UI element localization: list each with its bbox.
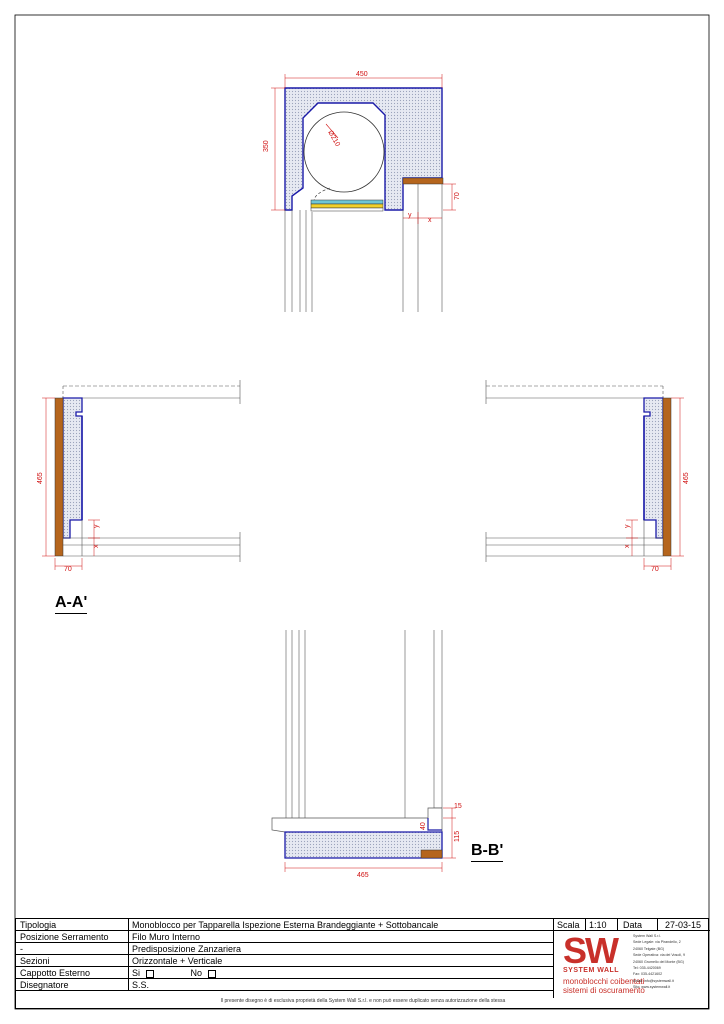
dim-bottom-115: 115 [454,831,461,842]
dim-top-x: x [428,217,432,224]
title-row-posizione: Posizione Serramento Filo Muro Interno [16,931,553,943]
copyright-note: Il presente disegno è di esclusiva propr… [220,998,506,1004]
title-row-label: Posizione Serramento [20,932,109,942]
title-row-value: Monoblocco per Tapparella Ispezione Este… [132,920,439,930]
logo-tagline-2: sistemi di oscuramento [563,986,645,995]
logo-mark: SW [563,930,619,971]
company-info-line: 24060 Telgate (BG) [633,946,665,951]
section-label-bb-underline [471,861,504,862]
dim-left-y: y [93,524,100,528]
dim-right-height: 465 [683,472,690,484]
logo-name: SYSTEM WALL [563,967,620,974]
dim-left-x: x [93,544,100,548]
scale-date-row: Scala 1:10 Data 27-03-15 [553,919,710,931]
title-divider [585,919,586,931]
title-row-label: - [20,944,23,954]
left-section-view [42,380,241,570]
title-row-value: Filo Muro Interno [132,932,201,942]
title-row-cappotto: Cappotto Esterno Si No [16,967,553,979]
dim-left-height: 465 [37,472,44,484]
inspection-plate-white [310,207,384,212]
company-logo: SW SYSTEM WALL monoblocchi coibentati si… [553,931,710,1005]
cappotto-si-checkbox[interactable] [146,969,155,978]
title-row-label: Tipologia [20,920,57,930]
cappotto-si-label: Si [132,968,141,978]
top-section-view [271,74,456,312]
scala-value: 1:10 [589,920,607,930]
wood-panel-right [662,397,672,557]
title-row-tipologia: Tipologia Monoblocco per Tapparella Ispe… [16,919,553,931]
inspection-plate-yellow [310,203,384,209]
title-divider [553,919,554,998]
company-info-line: System Wall S.r.l. [633,934,662,938]
dim-bottom-width: 465 [357,872,369,879]
dim-top-width: 450 [356,71,368,78]
dim-right-y: y [624,524,631,528]
cappotto-no-checkbox[interactable] [208,969,217,978]
title-divider [617,919,618,931]
dim-right-width: 70 [651,566,659,573]
shutter-dashed [313,187,331,206]
title-row-label: Sezioni [20,956,50,966]
title-row-label: Cappotto Esterno [20,968,91,978]
title-divider [128,919,129,991]
title-row-dash: - Predisposizione Zanzariera [16,943,553,955]
section-label-bb-text: B-B' [471,842,504,859]
title-row-disegnatore: Disegnatore S.S. [16,979,553,991]
inspection-plate-cyan [310,199,384,205]
wood-panel-left [54,397,64,557]
section-label-aa-underline [55,613,88,614]
section-label-bb: B-B' [471,842,504,862]
title-row-value: Orizzontale + Verticale [132,956,223,966]
title-row-label: Disegnatore [20,980,69,990]
dim-right-x: x [624,544,631,548]
company-info-line: Fax: 035-4421602 [633,972,663,977]
sheet-border [14,14,710,1010]
company-info-line: Tel: 035-4420069 [633,966,661,971]
company-info-line: Sede Operativa: via dei Vosoli, 9 [633,953,685,958]
company-info-line: Email: info@systemwall.it [633,978,674,983]
dim-bottom-40: 40 [420,822,427,830]
section-label-aa-text: A-A' [55,594,88,611]
title-row-value: S.S. [132,980,150,990]
data-label: Data [623,920,643,930]
company-info-line: Sito: www.systemwall.it [633,985,671,990]
title-divider [657,919,658,931]
dim-bottom-15: 15 [454,803,462,810]
company-info-line: 24060 Grumello del Monte (BG) [633,959,684,964]
title-row-value: Predisposizione Zanzariera [132,944,242,954]
title-block: Tipologia Monoblocco per Tapparella Ispe… [15,918,710,1009]
roller-circle [303,111,385,193]
cappotto-options: Si No [132,968,217,978]
logo-tagline-1: monoblocchi coibentati [563,977,645,986]
right-section-view [485,380,684,570]
dim-top-70: 70 [454,192,461,200]
bottom-section-view [271,630,456,872]
section-label-aa: A-A' [55,594,88,614]
data-value: 27-03-15 [665,920,702,930]
dim-top-y: y [408,212,412,219]
title-row-sezioni: Sezioni Orizzontale + Verticale [16,955,553,967]
dim-top-height: 350 [263,140,270,152]
dim-left-width: 70 [64,566,72,573]
scala-label: Scala [557,920,580,930]
cappotto-no-label: No [190,968,203,978]
wood-element-bottom [420,849,443,859]
company-info-line: Sede Legale: via Pirandello, 2 [633,940,681,945]
wood-element-top [402,177,444,185]
company-info: System Wall S.r.l. Sede Legale: via Pira… [633,933,708,991]
